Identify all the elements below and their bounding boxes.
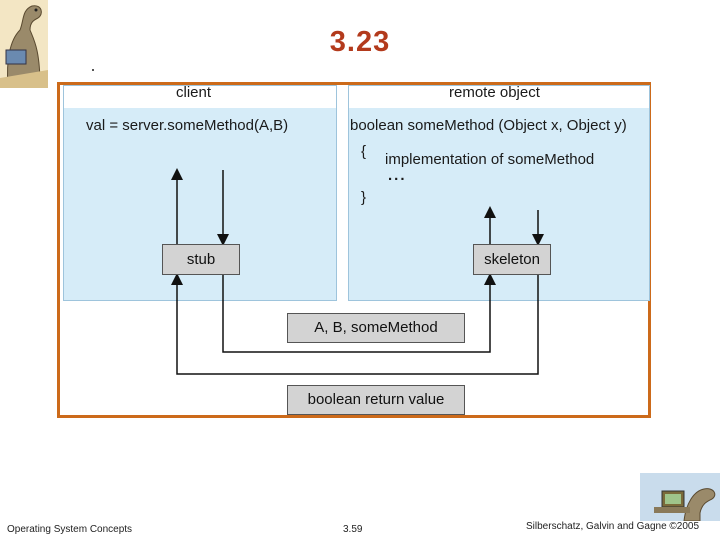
ellipsis: ... bbox=[388, 167, 407, 184]
remote-object-label: remote object bbox=[449, 84, 540, 101]
skeleton-box: skeleton bbox=[473, 244, 551, 275]
return-value-message-box: boolean return value bbox=[287, 385, 465, 415]
close-brace: } bbox=[361, 189, 367, 206]
stub-box: stub bbox=[162, 244, 240, 275]
client-call-code: val = server.someMethod(A,B) bbox=[86, 117, 289, 134]
dinosaur-logo-icon bbox=[0, 0, 48, 88]
dot-mark bbox=[92, 69, 94, 71]
implementation-text: implementation of someMethod bbox=[385, 151, 595, 168]
remote-method-signature: boolean someMethod (Object x, Object y) bbox=[350, 117, 627, 134]
slide-title: 3.23 bbox=[329, 26, 391, 58]
footer-page-number: 3.59 bbox=[343, 524, 363, 535]
dinosaur-computer-icon bbox=[640, 473, 720, 522]
footer-copyright: Silberschatz, Galvin and Gagne ©2005 bbox=[526, 521, 700, 532]
client-header-stripe bbox=[64, 86, 336, 108]
client-panel bbox=[63, 85, 337, 301]
open-brace: { bbox=[361, 143, 367, 160]
footer-course-name: Operating System Concepts bbox=[7, 524, 133, 535]
parameters-message-box: A, B, someMethod bbox=[287, 313, 465, 343]
remote-header-stripe bbox=[349, 86, 649, 108]
client-label: client bbox=[176, 84, 212, 101]
